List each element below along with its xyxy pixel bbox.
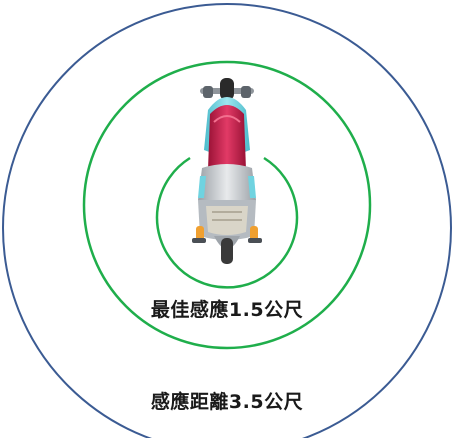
optimal-range-ring bbox=[82, 60, 372, 350]
outer-range-ring bbox=[2, 3, 452, 438]
sensing-range-label: 感應距離3.5公尺 bbox=[150, 391, 304, 413]
optimal-range-label: 最佳感應1.5公尺 bbox=[150, 299, 304, 321]
scooter-top-view-icon bbox=[192, 78, 262, 264]
inner-arc bbox=[155, 156, 299, 289]
